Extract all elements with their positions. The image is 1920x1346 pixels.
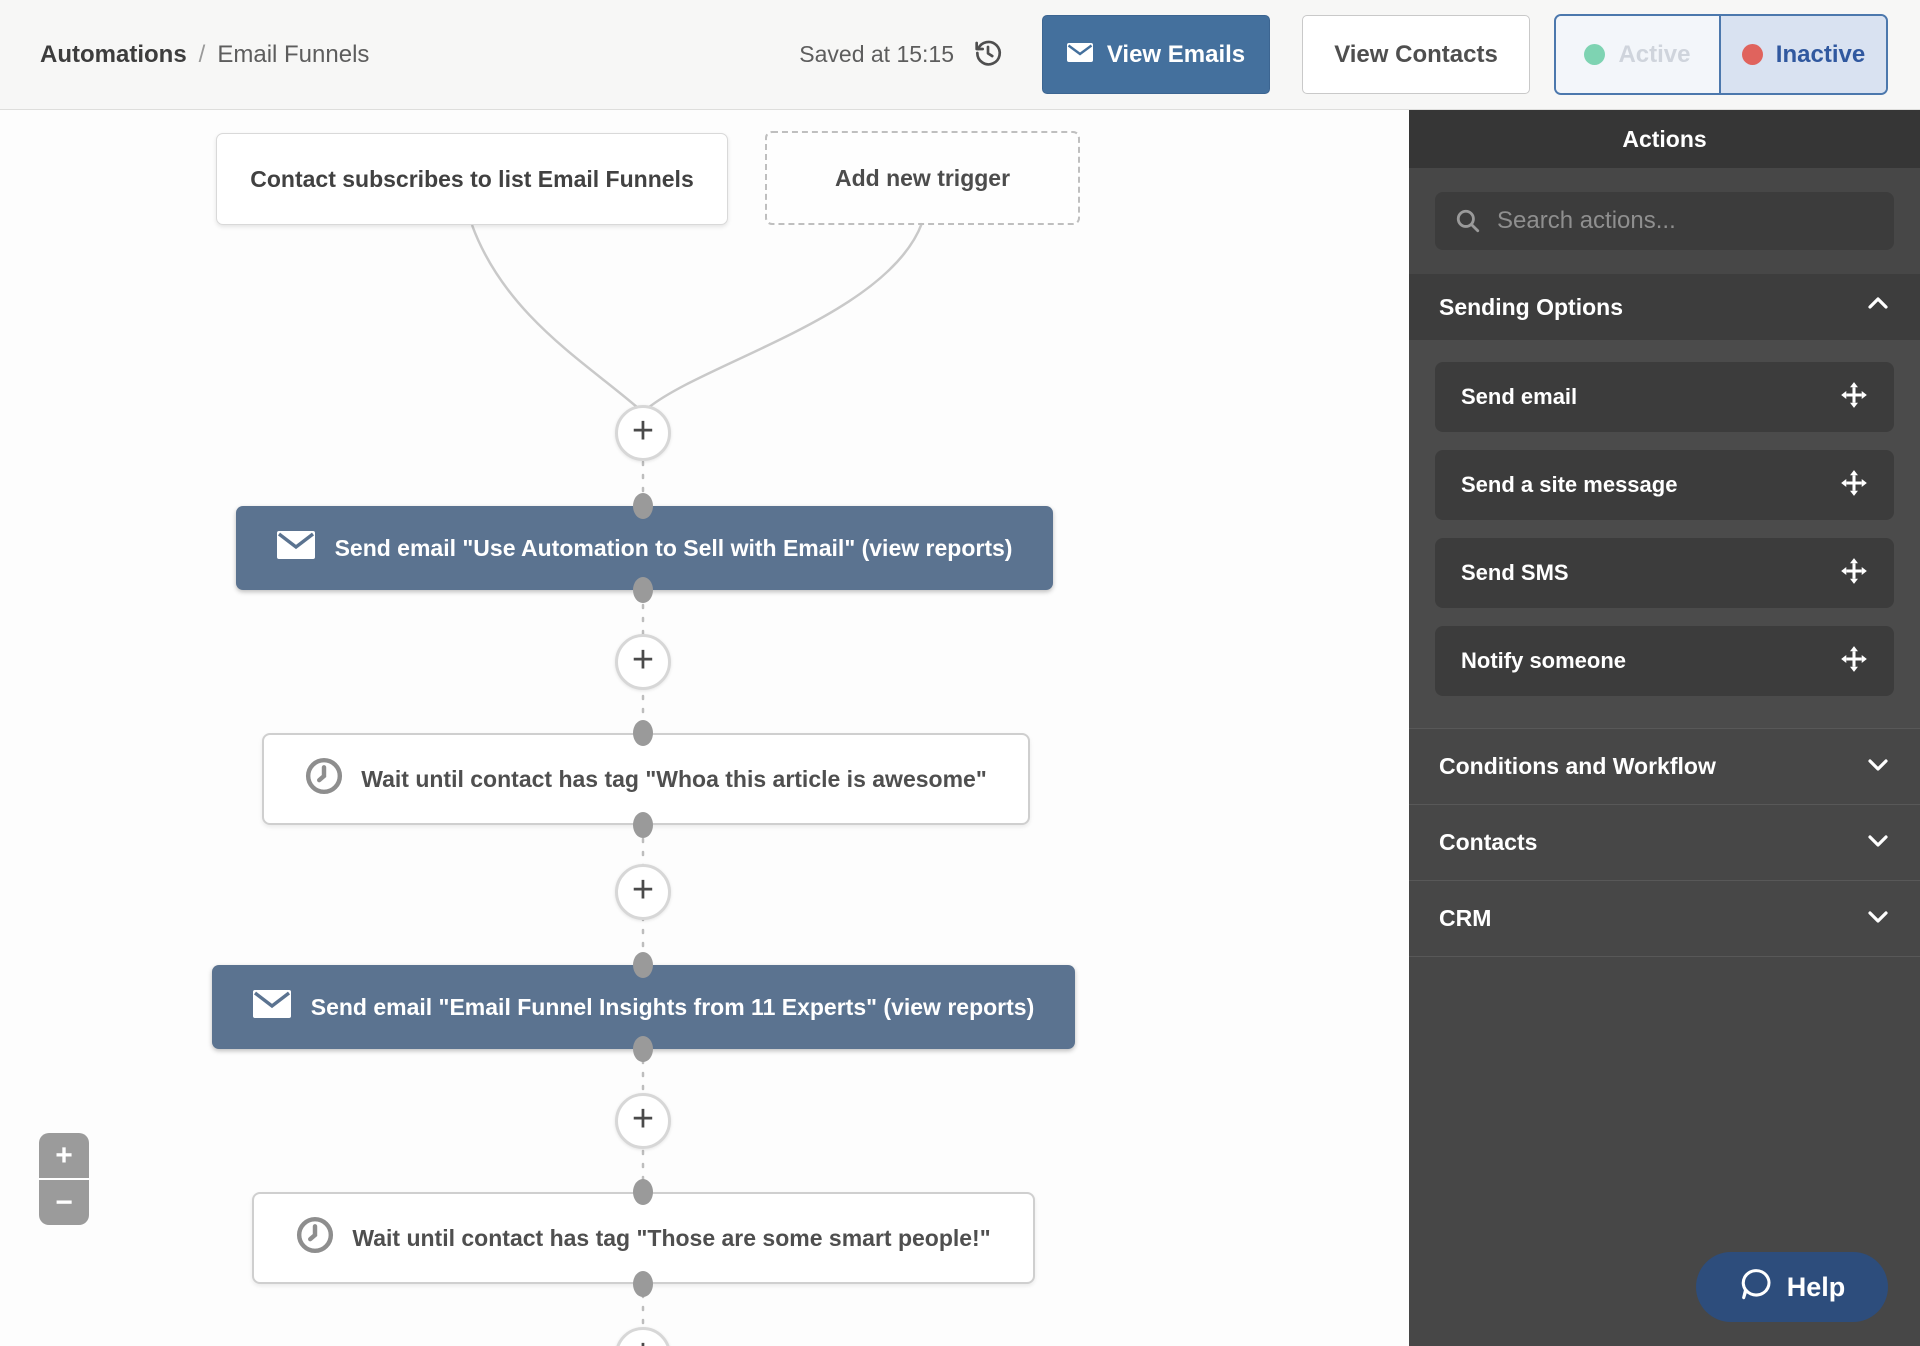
add-action-button[interactable]: + (615, 634, 671, 690)
revision-history-button[interactable] (970, 37, 1006, 73)
breadcrumb: Automations / Email Funnels (40, 41, 369, 69)
zoom-out-icon: − (55, 1185, 73, 1219)
zoom-out-button[interactable]: − (39, 1180, 89, 1225)
clock-icon (296, 1216, 334, 1260)
action-item-notify-someone[interactable]: Notify someone (1435, 626, 1894, 696)
zoom-in-icon: + (55, 1138, 73, 1172)
plus-icon: + (632, 1334, 654, 1346)
workflow-canvas[interactable]: Contact subscribes to list Email Funnels… (0, 110, 1409, 1346)
help-label: Help (1786, 1271, 1846, 1302)
add-trigger-label: Add new trigger (834, 164, 1011, 191)
breadcrumb-separator: / (198, 40, 206, 68)
section-label: CRM (1439, 905, 1492, 931)
drag-handle-icon[interactable] (1840, 381, 1868, 414)
connector-dot (633, 812, 653, 838)
add-trigger-button[interactable]: Add new trigger (765, 131, 1080, 225)
connector-dot (633, 1271, 653, 1297)
wait-node-label: Wait until contact has tag "Those are so… (352, 1224, 991, 1251)
connector-dot (633, 493, 653, 519)
status-toggle: Active Inactive (1554, 14, 1888, 95)
actions-panel: Actions Sending Options Send email (1409, 110, 1920, 1346)
chevron-up-icon (1866, 292, 1890, 322)
actions-panel-title: Actions (1409, 110, 1920, 168)
section-header-contacts[interactable]: Contacts (1409, 804, 1920, 880)
connector-dot (633, 952, 653, 978)
action-item-label: Send a site message (1461, 472, 1678, 497)
plus-icon: + (631, 1098, 655, 1140)
view-contacts-label: View Contacts (1334, 40, 1498, 68)
section-header-conditions-and-workflow[interactable]: Conditions and Workflow (1409, 728, 1920, 804)
breadcrumb-automations[interactable]: Automations (40, 40, 187, 68)
inactive-label: Inactive (1775, 40, 1866, 68)
topbar-actions: Saved at 15:15 View Emails View Contacts (799, 14, 1888, 95)
sending-options-items: Send email Send a site message Send SMS … (1409, 340, 1920, 728)
chat-bubble-icon (1739, 1268, 1773, 1307)
send-email-node-label: Send email "Email Funnel Insights from 1… (310, 993, 1035, 1020)
section-label: Conditions and Workflow (1439, 753, 1716, 779)
view-contacts-button[interactable]: View Contacts (1302, 15, 1530, 94)
add-action-button[interactable]: + (615, 864, 671, 920)
zoom-in-button[interactable]: + (39, 1133, 89, 1178)
section-header-crm[interactable]: CRM (1409, 880, 1920, 956)
trigger-label: Contact subscribes to list Email Funnels (250, 165, 694, 192)
connector-lines (470, 222, 924, 1346)
help-button[interactable]: Help (1696, 1252, 1888, 1322)
action-item-label: Notify someone (1461, 648, 1627, 673)
drag-handle-icon[interactable] (1840, 645, 1868, 678)
section-label: Contacts (1439, 829, 1538, 855)
plus-icon: + (631, 410, 655, 452)
top-bar: Automations / Email Funnels Saved at 15:… (0, 0, 1920, 110)
connector-dot (633, 1179, 653, 1205)
zoom-controls: + − (39, 1133, 89, 1225)
action-item-send-sms[interactable]: Send SMS (1435, 538, 1894, 608)
add-action-button[interactable]: + (615, 1093, 671, 1149)
saved-status: Saved at 15:15 (799, 41, 954, 67)
connector-dot (633, 577, 653, 603)
chevron-down-icon (1866, 904, 1890, 934)
chevron-down-icon (1866, 752, 1890, 782)
wait-node-label: Wait until contact has tag "Whoa this ar… (361, 765, 987, 792)
search-actions-area (1409, 168, 1920, 274)
send-email-node[interactable]: Send email "Use Automation to Sell with … (236, 506, 1053, 590)
active-status-dot (1584, 44, 1606, 65)
send-email-node-label: Send email "Use Automation to Sell with … (334, 534, 1013, 561)
envelope-icon (252, 990, 291, 1024)
drag-handle-icon[interactable] (1840, 557, 1868, 590)
history-icon (972, 37, 1004, 72)
inactive-toggle-button[interactable]: Inactive (1721, 16, 1886, 93)
action-item-label: Send email (1461, 384, 1578, 409)
chevron-down-icon (1866, 828, 1890, 858)
action-item-send-email[interactable]: Send email (1435, 362, 1894, 432)
active-toggle-button[interactable]: Active (1556, 16, 1721, 93)
plus-icon: + (631, 869, 655, 911)
view-emails-button[interactable]: View Emails (1042, 15, 1270, 94)
view-emails-label: View Emails (1106, 40, 1246, 68)
inactive-status-dot (1741, 44, 1763, 65)
connector-dot (633, 1036, 653, 1062)
envelope-icon (276, 531, 315, 565)
search-actions-input[interactable] (1435, 192, 1894, 250)
sidebar-empty-area (1409, 956, 1920, 1346)
wait-node[interactable]: Wait until contact has tag "Whoa this ar… (262, 733, 1030, 825)
plus-icon: + (631, 639, 655, 681)
connector-dot (633, 720, 653, 746)
action-item-send-site-message[interactable]: Send a site message (1435, 450, 1894, 520)
breadcrumb-page-title: Email Funnels (217, 40, 370, 68)
clock-icon (305, 757, 343, 801)
email-icon (1066, 41, 1093, 69)
search-icon (1455, 208, 1481, 239)
trigger-node[interactable]: Contact subscribes to list Email Funnels (216, 133, 728, 225)
active-label: Active (1618, 40, 1691, 68)
section-label: Sending Options (1439, 293, 1623, 320)
section-header-sending-options[interactable]: Sending Options (1409, 274, 1920, 340)
action-item-label: Send SMS (1461, 560, 1569, 585)
add-action-button[interactable]: + (615, 405, 671, 461)
send-email-node[interactable]: Send email "Email Funnel Insights from 1… (212, 965, 1075, 1049)
drag-handle-icon[interactable] (1840, 469, 1868, 502)
